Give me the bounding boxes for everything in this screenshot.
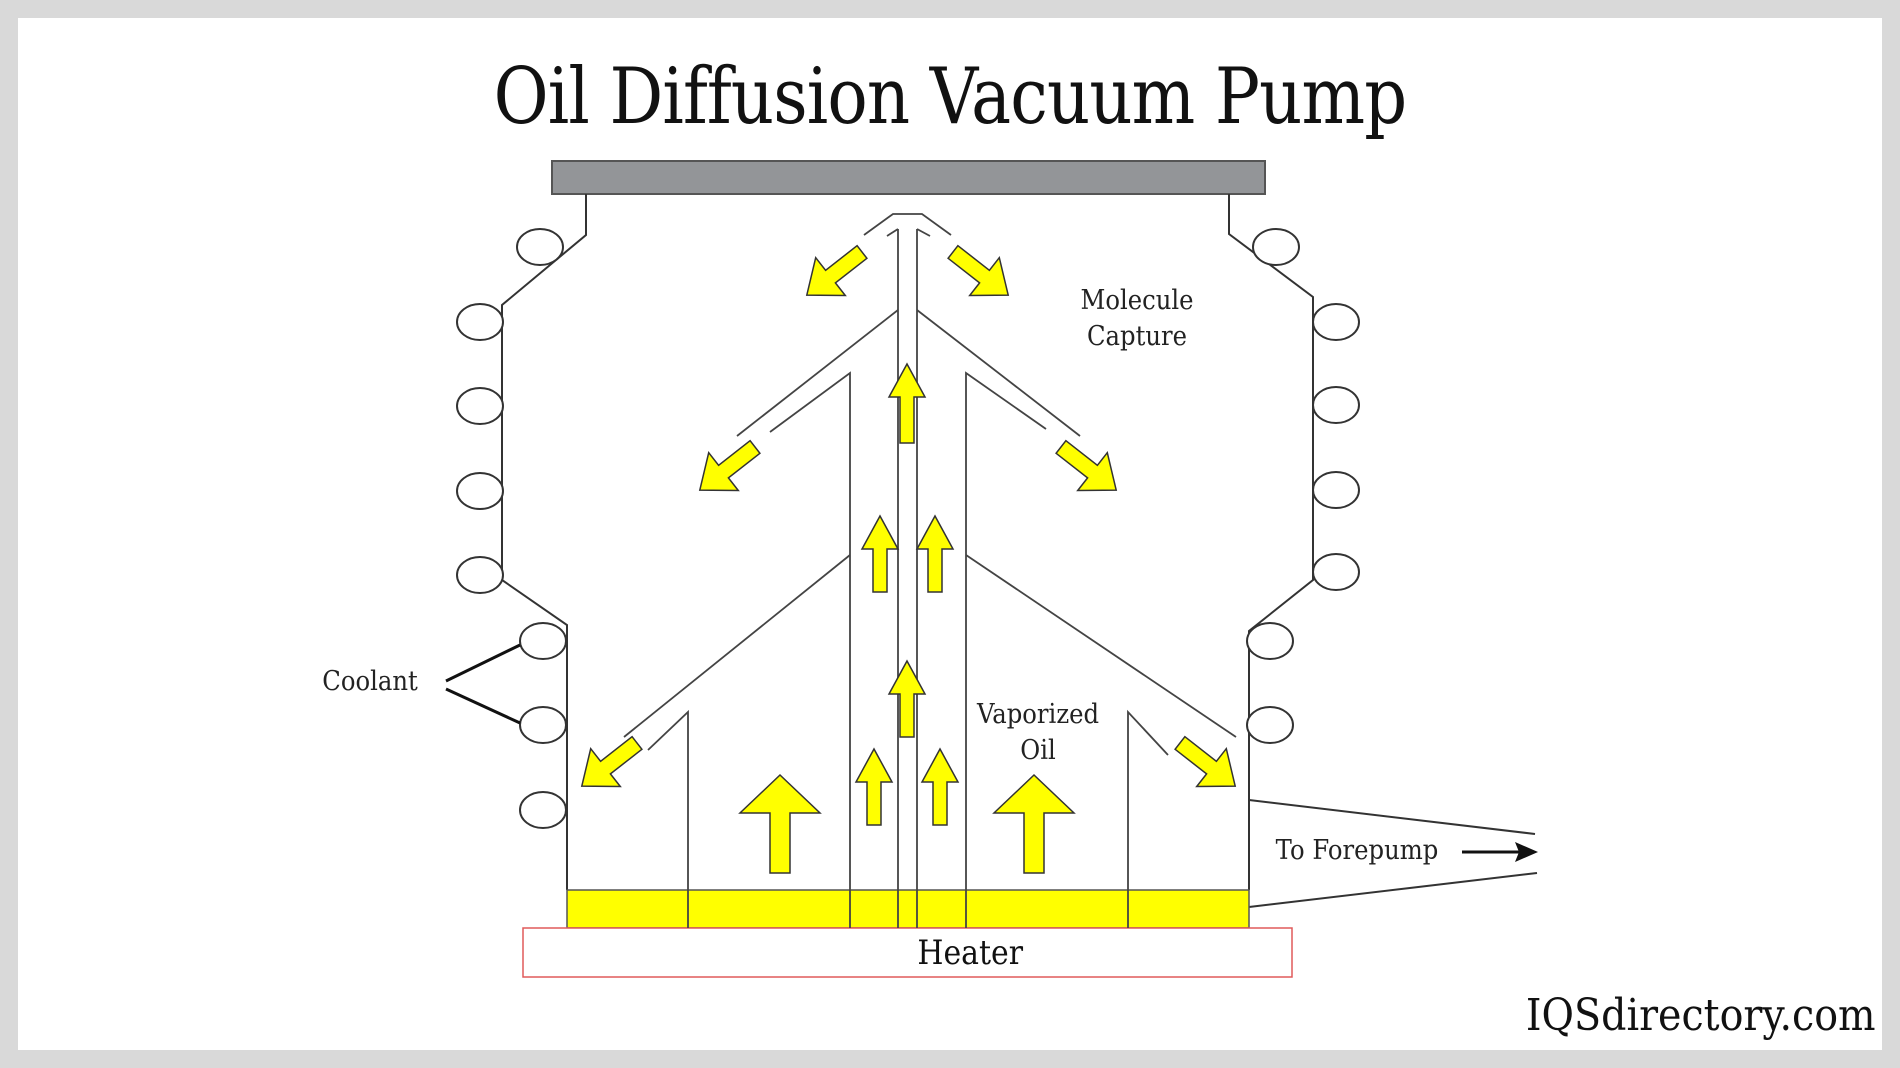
coolant-coil-icon [519,791,567,829]
vapor-flow-arrow-icon [992,773,1076,874]
vapor-flow-arrow-icon [887,659,927,738]
coolant-coils [456,228,1360,829]
vapor-flow-arrow-icon [738,773,822,874]
coolant-coil-icon [456,387,504,425]
label-molecule-capture: Molecule Capture [1061,283,1214,354]
brand-watermark: IQSdirectory.com [1526,990,1876,1041]
vapor-flow-arrow-icon [1174,735,1237,788]
oil-reservoir [566,889,1250,929]
vapor-flow-arrow-icon [698,439,761,492]
coolant-coil-icon [1312,386,1360,424]
vapor-flow-arrow-icon [920,747,960,826]
coolant-coil-icon [1312,553,1360,591]
vapor-flow-arrow-icon [805,244,868,297]
coolant-coil-icon [519,622,567,660]
vapor-flow-arrow-icon [860,514,900,593]
coolant-coil-icon [519,706,567,744]
label-heater: Heater [917,933,1024,973]
coolant-coil-icon [516,228,564,266]
coolant-coil-icon [1312,303,1360,341]
coolant-pointer [445,643,521,725]
vapor-flow-arrow-icon [580,735,643,788]
vapor-flow-arrows [580,244,1237,874]
coolant-coil-icon [1252,228,1300,266]
label-capture: Capture [1086,320,1188,352]
vapor-flow-arrow-icon [915,514,955,593]
forepump-duct [1248,799,1538,908]
coolant-coil-icon [1312,471,1360,509]
diagram-title: Oil Diffusion Vacuum Pump [493,52,1408,142]
coolant-coil-icon [1246,622,1294,660]
vapor-flow-arrow-icon [1055,439,1118,492]
right-wall [1228,194,1314,890]
label-vaporized: Vaporized [976,699,1100,730]
vapor-flow-arrow-icon [854,747,894,826]
coolant-coil-icon [456,556,504,594]
coolant-coil-icon [456,303,504,341]
label-vaporized-oil: Vaporized Oil [962,697,1115,768]
label-coolant: Coolant [322,666,418,697]
jet-assembly [623,213,1237,928]
arrow-right-icon [1462,842,1538,862]
pump-body [501,194,1314,890]
vapor-flow-arrow-icon [947,244,1010,297]
label-oil: Oil [1020,734,1056,766]
label-to-forepump: To Forepump [1275,835,1439,866]
top-plate [551,160,1266,195]
left-wall [501,194,587,890]
coolant-coil-icon [1246,706,1294,744]
coolant-coil-icon [456,472,504,510]
vapor-flow-arrow-icon [887,362,927,444]
heater [522,927,1293,978]
label-molecule: Molecule [1080,285,1194,316]
